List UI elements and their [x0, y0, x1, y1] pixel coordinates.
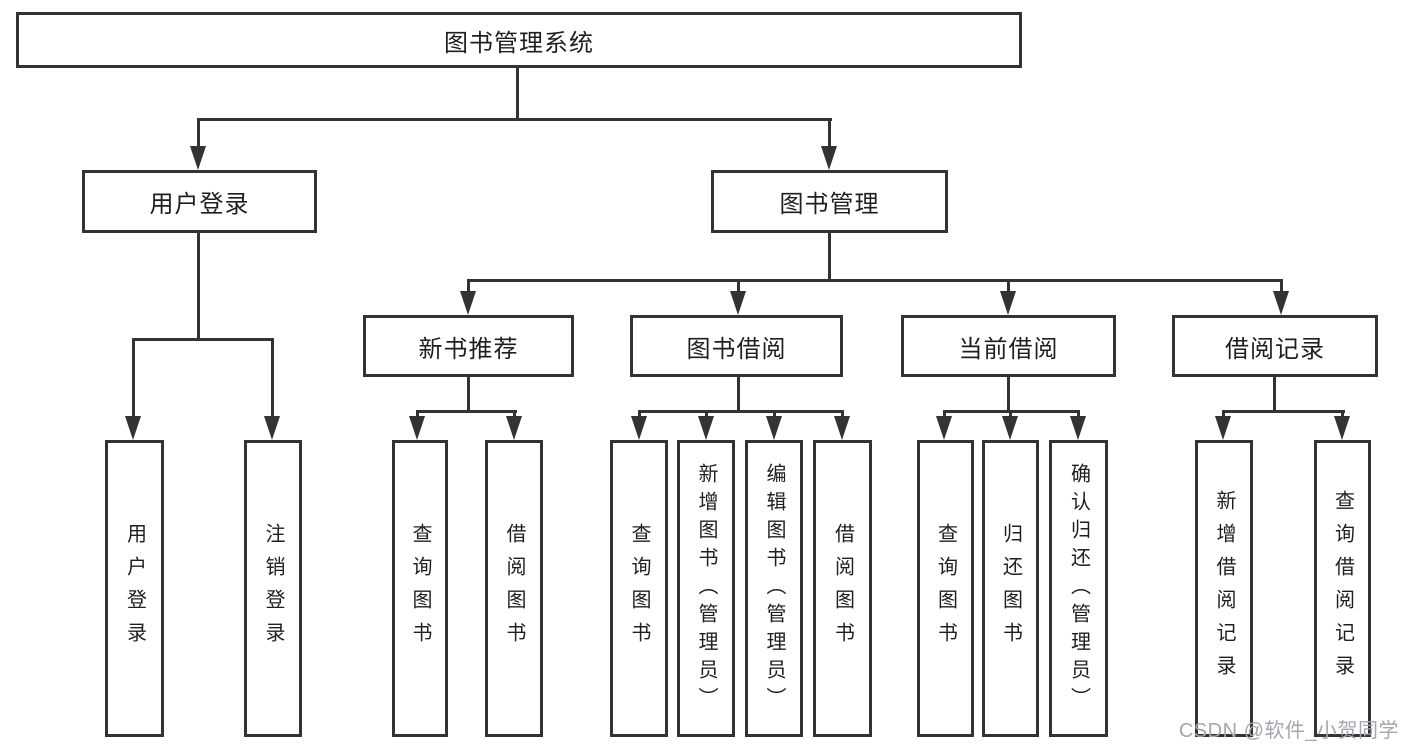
node-book-management: 图书管理	[711, 170, 948, 233]
connector-borrow-drop-1	[638, 410, 641, 418]
leaf-query-books-1-label: 查询图书	[409, 522, 431, 655]
leaf-query-borrow-record-label: 查询借阅记录	[1331, 489, 1354, 688]
arrowhead-to-leaf-add-books	[698, 416, 714, 440]
arrowhead-to-leaf-query-books-1	[409, 416, 425, 440]
csdn-watermark: CSDN @软件_小贺同学	[1178, 720, 1399, 742]
connector-mgmt-drop-4	[1280, 279, 1283, 295]
node-new-book-recommend-label: 新书推荐	[418, 335, 519, 363]
leaf-borrow-books-1-label: 借阅图书	[503, 522, 525, 655]
leaf-add-borrow-record-label: 新增借阅记录	[1213, 489, 1235, 688]
connector-root-right-drop	[828, 118, 831, 150]
connector-mgmt-hbar	[467, 279, 1283, 282]
connector-borrow-stem	[737, 377, 740, 410]
connector-borrow-hbar	[638, 410, 844, 413]
arrowhead-to-leaf-borrow-books-2	[834, 416, 850, 440]
node-book-borrow: 图书借阅	[630, 315, 843, 377]
connector-login-drop-2	[271, 338, 274, 418]
leaf-query-books-2: 查询图书	[610, 440, 668, 737]
connector-current-drop-2	[1009, 410, 1012, 418]
node-borrow-records-label: 借阅记录	[1225, 335, 1325, 363]
arrowhead-to-book-borrow	[730, 291, 746, 315]
arrowhead-to-new-book-recommend	[460, 291, 476, 315]
leaf-query-borrow-record: 查询借阅记录	[1314, 440, 1371, 737]
connector-recommend-hbar	[416, 410, 517, 413]
connector-recommend-drop-1	[416, 410, 419, 418]
arrowhead-to-borrow-records	[1273, 291, 1289, 315]
arrowhead-to-leaf-edit-books	[766, 416, 782, 440]
arrowhead-to-leaf-user-login	[125, 416, 141, 440]
connector-records-stem	[1273, 377, 1276, 410]
connector-login-drop-1	[132, 338, 135, 418]
arrowhead-to-user-login	[190, 146, 206, 170]
leaf-confirm-return-admin-label: 确认归还（管理员）	[1067, 462, 1090, 715]
arrowhead-to-leaf-query-books-3	[936, 416, 952, 440]
leaf-query-books-2-label: 查询图书	[628, 522, 650, 655]
node-root: 图书管理系统	[16, 12, 1022, 68]
arrowhead-to-current-borrow	[1000, 291, 1016, 315]
connector-mgmt-stem	[828, 233, 831, 279]
leaf-borrow-books-2: 借阅图书	[813, 440, 872, 737]
node-current-borrow-label: 当前借阅	[958, 335, 1059, 363]
leaf-query-books-3: 查询图书	[917, 440, 974, 737]
connector-recommend-drop-2	[513, 410, 516, 418]
leaf-edit-books-admin: 编辑图书（管理员）	[745, 440, 803, 737]
arrowhead-to-leaf-query-books-2	[631, 416, 647, 440]
arrowhead-to-leaf-query-borrow-record	[1334, 416, 1350, 440]
leaf-logout: 注销登录	[244, 440, 302, 737]
leaf-borrow-books-2-label: 借阅图书	[831, 522, 854, 655]
node-user-login: 用户登录	[82, 170, 317, 233]
node-new-book-recommend: 新书推荐	[363, 315, 574, 377]
leaf-confirm-return-admin: 确认归还（管理员）	[1049, 440, 1108, 737]
connector-login-hbar	[132, 338, 274, 341]
leaf-logout-label: 注销登录	[262, 522, 284, 655]
connector-root-stem	[516, 68, 519, 118]
leaf-user-login-label: 用户登录	[123, 522, 146, 655]
connector-root-hbar	[197, 118, 832, 121]
connector-mgmt-drop-2	[737, 279, 740, 295]
leaf-borrow-books-1: 借阅图书	[485, 440, 543, 737]
connector-mgmt-drop-1	[467, 279, 470, 295]
leaf-user-login: 用户登录	[105, 440, 164, 737]
leaf-add-books-admin-label: 新增图书（管理员）	[695, 462, 717, 715]
leaf-query-books-1: 查询图书	[392, 440, 448, 737]
leaf-edit-books-admin-label: 编辑图书（管理员）	[763, 462, 785, 715]
leaf-query-books-3-label: 查询图书	[934, 522, 957, 655]
connector-recommend-stem	[467, 377, 470, 410]
node-user-login-label: 用户登录	[149, 191, 250, 218]
connector-current-stem	[1007, 377, 1010, 410]
connector-current-drop-3	[1077, 410, 1080, 418]
connector-mgmt-drop-3	[1007, 279, 1010, 295]
connector-records-drop-2	[1341, 410, 1344, 418]
connector-borrow-drop-4	[841, 410, 844, 418]
arrowhead-to-leaf-borrow-books-1	[506, 416, 522, 440]
leaf-add-borrow-record: 新增借阅记录	[1195, 440, 1253, 737]
arrowhead-to-leaf-logout	[264, 416, 280, 440]
connector-current-drop-1	[943, 410, 946, 418]
arrowhead-to-leaf-return-books	[1002, 416, 1018, 440]
arrowhead-to-leaf-add-borrow-record	[1215, 416, 1231, 440]
connector-borrow-drop-2	[705, 410, 708, 418]
node-borrow-records: 借阅记录	[1172, 315, 1378, 377]
arrowhead-to-leaf-confirm-return	[1070, 416, 1086, 440]
leaf-return-books: 归还图书	[982, 440, 1039, 737]
arrowhead-to-book-management	[821, 146, 837, 170]
node-root-label: 图书管理系统	[444, 29, 594, 57]
connector-records-hbar	[1222, 410, 1345, 413]
connector-records-drop-1	[1222, 410, 1225, 418]
connector-borrow-drop-3	[773, 410, 776, 418]
node-book-borrow-label: 图书借阅	[686, 335, 787, 363]
connector-root-left-drop	[197, 118, 200, 150]
connector-login-stem	[197, 233, 200, 338]
leaf-return-books-label: 归还图书	[999, 522, 1022, 655]
node-book-management-label: 图书管理	[779, 191, 880, 218]
leaf-add-books-admin: 新增图书（管理员）	[677, 440, 735, 737]
node-current-borrow: 当前借阅	[901, 315, 1116, 377]
